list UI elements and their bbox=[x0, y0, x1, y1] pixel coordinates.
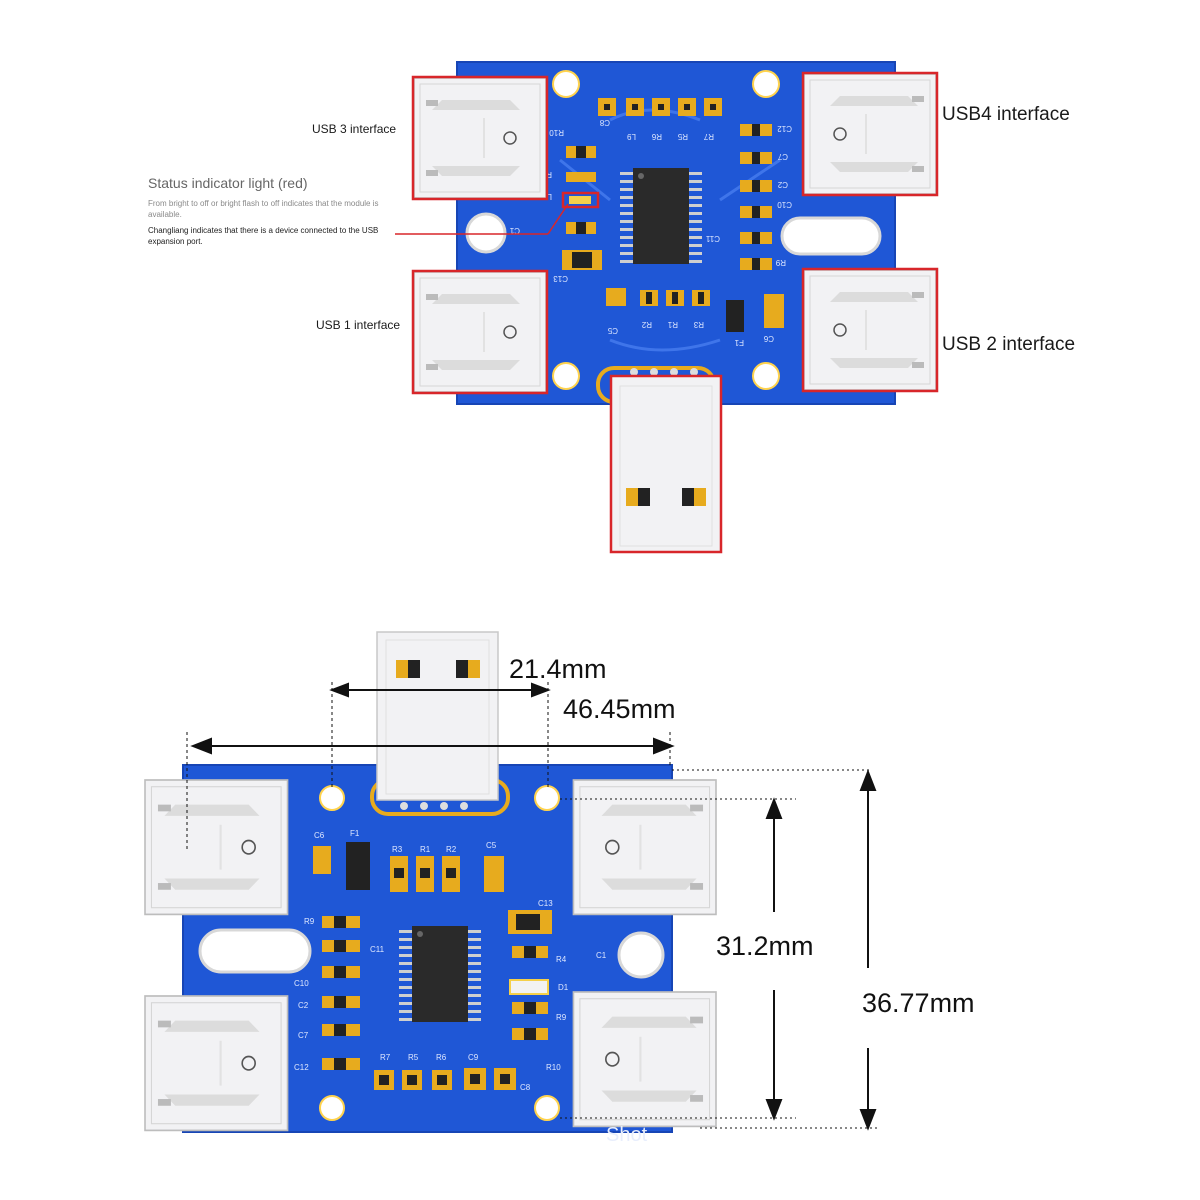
dimension-lines bbox=[186, 682, 880, 1131]
svg-text:C2: C2 bbox=[777, 180, 788, 189]
svg-text:C2: C2 bbox=[298, 1001, 309, 1010]
dimension-36-77mm: 36.77mm bbox=[862, 988, 975, 1018]
dimension-46-45mm: 46.45mm bbox=[563, 694, 676, 724]
svg-text:R3: R3 bbox=[392, 845, 403, 854]
svg-text:C11: C11 bbox=[705, 234, 720, 243]
top-usb1-connector bbox=[411, 269, 549, 395]
svg-text:C6: C6 bbox=[763, 334, 774, 343]
dimension-31-2mm: 31.2mm bbox=[716, 931, 814, 961]
svg-text:R2: R2 bbox=[446, 845, 457, 854]
usb3-interface-label: USB 3 interface bbox=[312, 122, 397, 136]
svg-text:C13: C13 bbox=[553, 274, 568, 283]
svg-text:C10: C10 bbox=[294, 979, 309, 988]
svg-text:C11: C11 bbox=[370, 945, 385, 954]
svg-text:C6: C6 bbox=[314, 831, 325, 840]
bottom-usb-plug bbox=[376, 631, 499, 801]
bottom-usb-connector-bottom-right bbox=[572, 990, 718, 1128]
svg-text:F1: F1 bbox=[350, 829, 360, 838]
status-indicator-note-connected: Changliang indicates that there is a dev… bbox=[148, 226, 379, 246]
svg-text:C13: C13 bbox=[538, 899, 553, 908]
svg-text:R9: R9 bbox=[304, 917, 315, 926]
svg-text:R9: R9 bbox=[775, 258, 786, 267]
svg-text:R4: R4 bbox=[556, 955, 567, 964]
svg-text:R5: R5 bbox=[677, 132, 688, 141]
svg-text:R9: R9 bbox=[556, 1013, 567, 1022]
top-usb2-connector bbox=[801, 267, 939, 393]
svg-text:C12: C12 bbox=[777, 124, 792, 133]
status-indicator-title: Status indicator light (red) bbox=[148, 175, 308, 191]
svg-text:F1: F1 bbox=[734, 338, 744, 347]
svg-text:D1: D1 bbox=[558, 983, 569, 992]
svg-text:R10: R10 bbox=[546, 1063, 561, 1072]
svg-text:C1: C1 bbox=[509, 226, 520, 235]
top-usb3-connector bbox=[411, 75, 549, 201]
svg-text:L9: L9 bbox=[627, 132, 636, 141]
svg-text:C5: C5 bbox=[486, 841, 497, 850]
svg-text:R3: R3 bbox=[693, 320, 704, 329]
svg-text:C5: C5 bbox=[607, 326, 618, 335]
usb2-interface-label: USB 2 interface bbox=[942, 334, 1076, 355]
bottom-usb-connector-bottom-left bbox=[143, 994, 289, 1132]
svg-text:R5: R5 bbox=[408, 1053, 419, 1062]
svg-text:C8: C8 bbox=[520, 1083, 531, 1092]
bottom-usb-connector-top-right bbox=[572, 778, 718, 916]
svg-text:C7: C7 bbox=[777, 152, 788, 161]
svg-text:C10: C10 bbox=[777, 200, 792, 209]
usb4-interface-label: USB4 interface bbox=[942, 104, 1070, 125]
top-usb4-connector bbox=[801, 71, 939, 197]
svg-text:C7: C7 bbox=[298, 1031, 309, 1040]
top-usb-plug bbox=[609, 374, 723, 554]
dimension-21-4mm: 21.4mm bbox=[509, 654, 607, 684]
bottom-usb-connector-top-left bbox=[143, 778, 289, 916]
svg-text:R10: R10 bbox=[549, 128, 564, 137]
watermark-text: Shot bbox=[606, 1124, 648, 1146]
svg-text:R1: R1 bbox=[420, 845, 431, 854]
svg-text:C12: C12 bbox=[294, 1063, 309, 1072]
svg-text:R6: R6 bbox=[436, 1053, 447, 1062]
svg-text:R6: R6 bbox=[651, 132, 662, 141]
svg-text:R2: R2 bbox=[641, 320, 652, 329]
svg-text:C9: C9 bbox=[468, 1053, 479, 1062]
svg-text:R7: R7 bbox=[703, 132, 714, 141]
svg-text:R7: R7 bbox=[380, 1053, 391, 1062]
usb1-interface-label: USB 1 interface bbox=[316, 318, 401, 332]
status-indicator-note-available: From bright to off or bright flash to of… bbox=[148, 199, 379, 219]
svg-text:C1: C1 bbox=[596, 951, 607, 960]
svg-text:R1: R1 bbox=[667, 320, 678, 329]
svg-text:C8: C8 bbox=[599, 118, 610, 127]
